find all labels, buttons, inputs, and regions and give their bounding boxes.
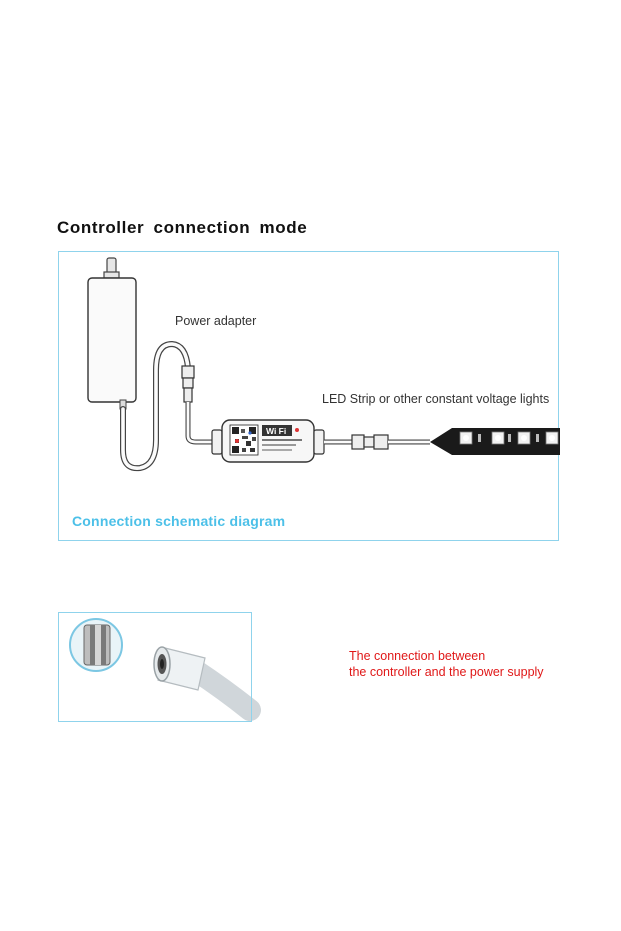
controller-input-cable <box>185 402 212 445</box>
led-strip <box>430 428 560 455</box>
connector-closeup <box>69 618 261 721</box>
connection-note: The connection between the controller an… <box>349 648 544 680</box>
note-line-1: The connection between <box>349 649 486 663</box>
page-title: Controller connection mode <box>57 218 308 237</box>
wifi-controller: Wi Fi <box>211 419 325 463</box>
led-strip-label: LED Strip or other constant voltage ligh… <box>322 392 550 406</box>
schematic-caption: Connection schematic diagram <box>72 513 286 529</box>
connection-diagram-frame <box>58 251 559 541</box>
power-adapter-label: Power adapter <box>175 314 257 328</box>
power-adapter-brick <box>87 277 137 403</box>
adapter-top-plug <box>103 257 120 279</box>
note-line-2: the controller and the power supply <box>349 665 544 679</box>
connector-photo-frame <box>58 612 252 722</box>
dc-connector <box>181 365 195 403</box>
led-connector <box>351 434 389 450</box>
controller-wifi-text: Wi Fi <box>266 426 286 436</box>
